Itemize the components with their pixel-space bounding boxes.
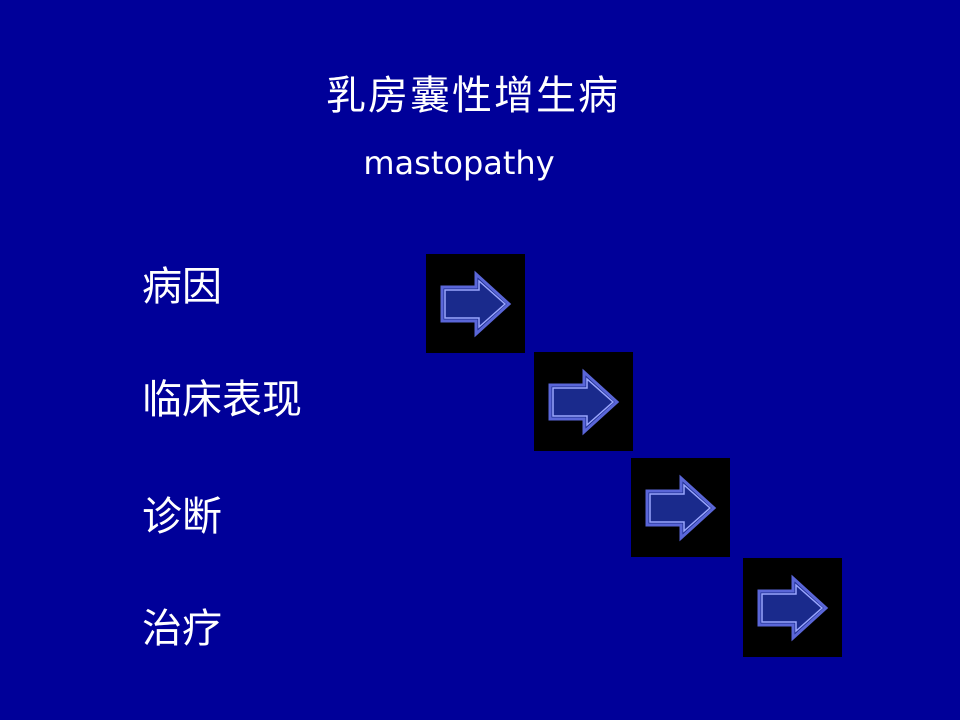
menu-label-cause: 病因 (142, 264, 222, 310)
right-arrow-icon (548, 368, 620, 436)
slide-title: 乳房囊性增生病 (326, 73, 620, 119)
menu-label-treatment: 治疗 (142, 606, 222, 652)
arrow-button-clinical[interactable] (534, 352, 633, 451)
right-arrow-icon (645, 474, 717, 542)
menu-label-diagnosis: 诊断 (142, 494, 222, 540)
right-arrow-icon (440, 270, 512, 338)
slide-subtitle: mastopathy (363, 144, 555, 182)
right-arrow-icon (757, 574, 829, 642)
arrow-button-cause[interactable] (426, 254, 525, 353)
arrow-button-treatment[interactable] (743, 558, 842, 657)
menu-label-clinical: 临床表现 (142, 377, 302, 423)
arrow-button-diagnosis[interactable] (631, 458, 730, 557)
